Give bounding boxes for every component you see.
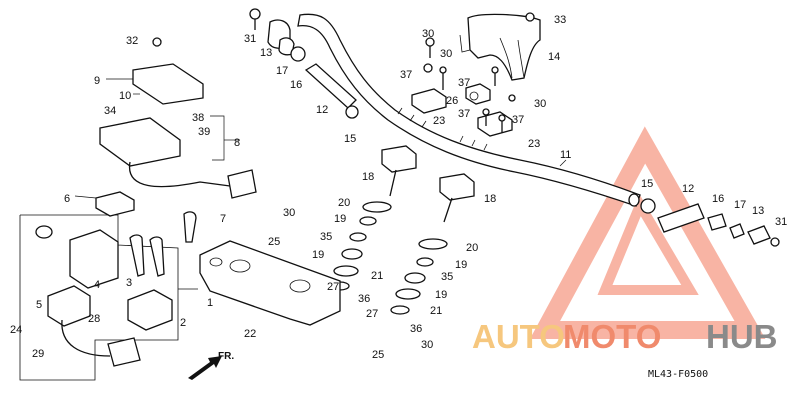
callout-18-left: 18	[362, 171, 374, 183]
posts-parts	[381, 145, 475, 223]
callout-36-b: 36	[410, 323, 422, 335]
callout-21-a: 21	[371, 270, 383, 282]
callout-8: 8	[234, 137, 240, 149]
callout-37-a: 37	[400, 69, 412, 81]
leader-lines	[74, 78, 567, 290]
callout-35-a: 35	[320, 231, 332, 243]
callout-14: 14	[548, 51, 560, 63]
watermark-auto: AUTO	[472, 318, 565, 355]
ignition-parts	[19, 191, 197, 381]
callout-36-a: 36	[358, 293, 370, 305]
callout-33: 33	[554, 14, 566, 26]
callout-32: 32	[126, 35, 138, 47]
callout-28: 28	[88, 313, 100, 325]
diagram-code: ML43-F0500	[648, 369, 708, 380]
upper-fasteners	[152, 8, 535, 133]
callout-16-right: 16	[712, 193, 724, 205]
callout-10: 10	[119, 90, 131, 102]
callout-6: 6	[64, 193, 70, 205]
callout-23-a: 23	[433, 115, 445, 127]
handlebar-cover-part	[459, 13, 541, 81]
callout-37-b: 37	[458, 77, 470, 89]
callout-13-right: 13	[752, 205, 764, 217]
callout-25-b: 25	[372, 349, 384, 361]
callout-12-left: 12	[316, 104, 328, 116]
callout-30-b: 30	[422, 28, 434, 40]
callout-21-b: 21	[430, 305, 442, 317]
callout-37-c: 37	[458, 108, 470, 120]
callout-15-left: 15	[344, 133, 356, 145]
callout-30-e: 30	[421, 339, 433, 351]
callout-19-c: 19	[455, 259, 467, 271]
callout-23-b: 23	[528, 138, 540, 150]
left-grip-parts	[267, 19, 359, 119]
callout-11: 11	[560, 149, 571, 161]
callout-17-left: 17	[276, 65, 288, 77]
callout-2: 2	[180, 317, 186, 329]
callout-30-a: 30	[283, 207, 295, 219]
callout-1: 1	[207, 297, 213, 309]
callout-38: 38	[192, 112, 204, 124]
top-bridge-part	[199, 240, 341, 326]
callout-29: 29	[32, 348, 44, 360]
callout-27-b: 27	[366, 308, 378, 320]
callout-12-right: 12	[682, 183, 694, 195]
callout-7: 7	[220, 213, 226, 225]
callout-5: 5	[36, 299, 42, 311]
callout-26: 26	[446, 95, 458, 107]
callout-20-b: 20	[466, 242, 478, 254]
callout-35-b: 35	[441, 271, 453, 283]
watermark-logo: AUTO MOTO HUB	[472, 126, 778, 355]
callout-37-d: 37	[512, 114, 524, 126]
washer-stacks	[330, 201, 448, 315]
front-direction-arrow: FR.	[188, 351, 234, 380]
callout-20-a: 20	[338, 197, 350, 209]
callout-31-left: 31	[244, 33, 256, 45]
callout-labels: 1 2 3 4 5 6 7 8 9 10 11 12 12 13 13 14 1…	[10, 14, 787, 361]
callout-34: 34	[104, 105, 116, 117]
front-direction-label: FR.	[218, 351, 234, 362]
callout-17-right: 17	[734, 199, 746, 211]
callout-30-d: 30	[534, 98, 546, 110]
callout-19-d: 19	[435, 289, 447, 301]
callout-16-left: 16	[290, 79, 302, 91]
callout-15-right: 15	[641, 178, 653, 190]
watermark-moto: MOTO	[563, 318, 661, 355]
callout-4: 4	[94, 279, 100, 291]
callout-18-right: 18	[484, 193, 496, 205]
callout-19-a: 19	[334, 213, 346, 225]
callout-9: 9	[94, 75, 100, 87]
callout-13-left: 13	[260, 47, 272, 59]
switch-housing-part	[99, 63, 257, 199]
right-grip-parts	[640, 198, 780, 247]
callout-27-a: 27	[327, 281, 339, 293]
callout-19-b: 19	[312, 249, 324, 261]
callout-39: 39	[198, 126, 210, 138]
callout-24: 24	[10, 324, 22, 336]
handlebar-part	[297, 13, 641, 207]
watermark-hub: HUB	[706, 318, 778, 355]
callout-30-c: 30	[440, 48, 452, 60]
callout-25-a: 25	[268, 236, 280, 248]
callout-22: 22	[244, 328, 256, 340]
callout-3: 3	[126, 277, 132, 289]
callout-31-right: 31	[775, 216, 787, 228]
